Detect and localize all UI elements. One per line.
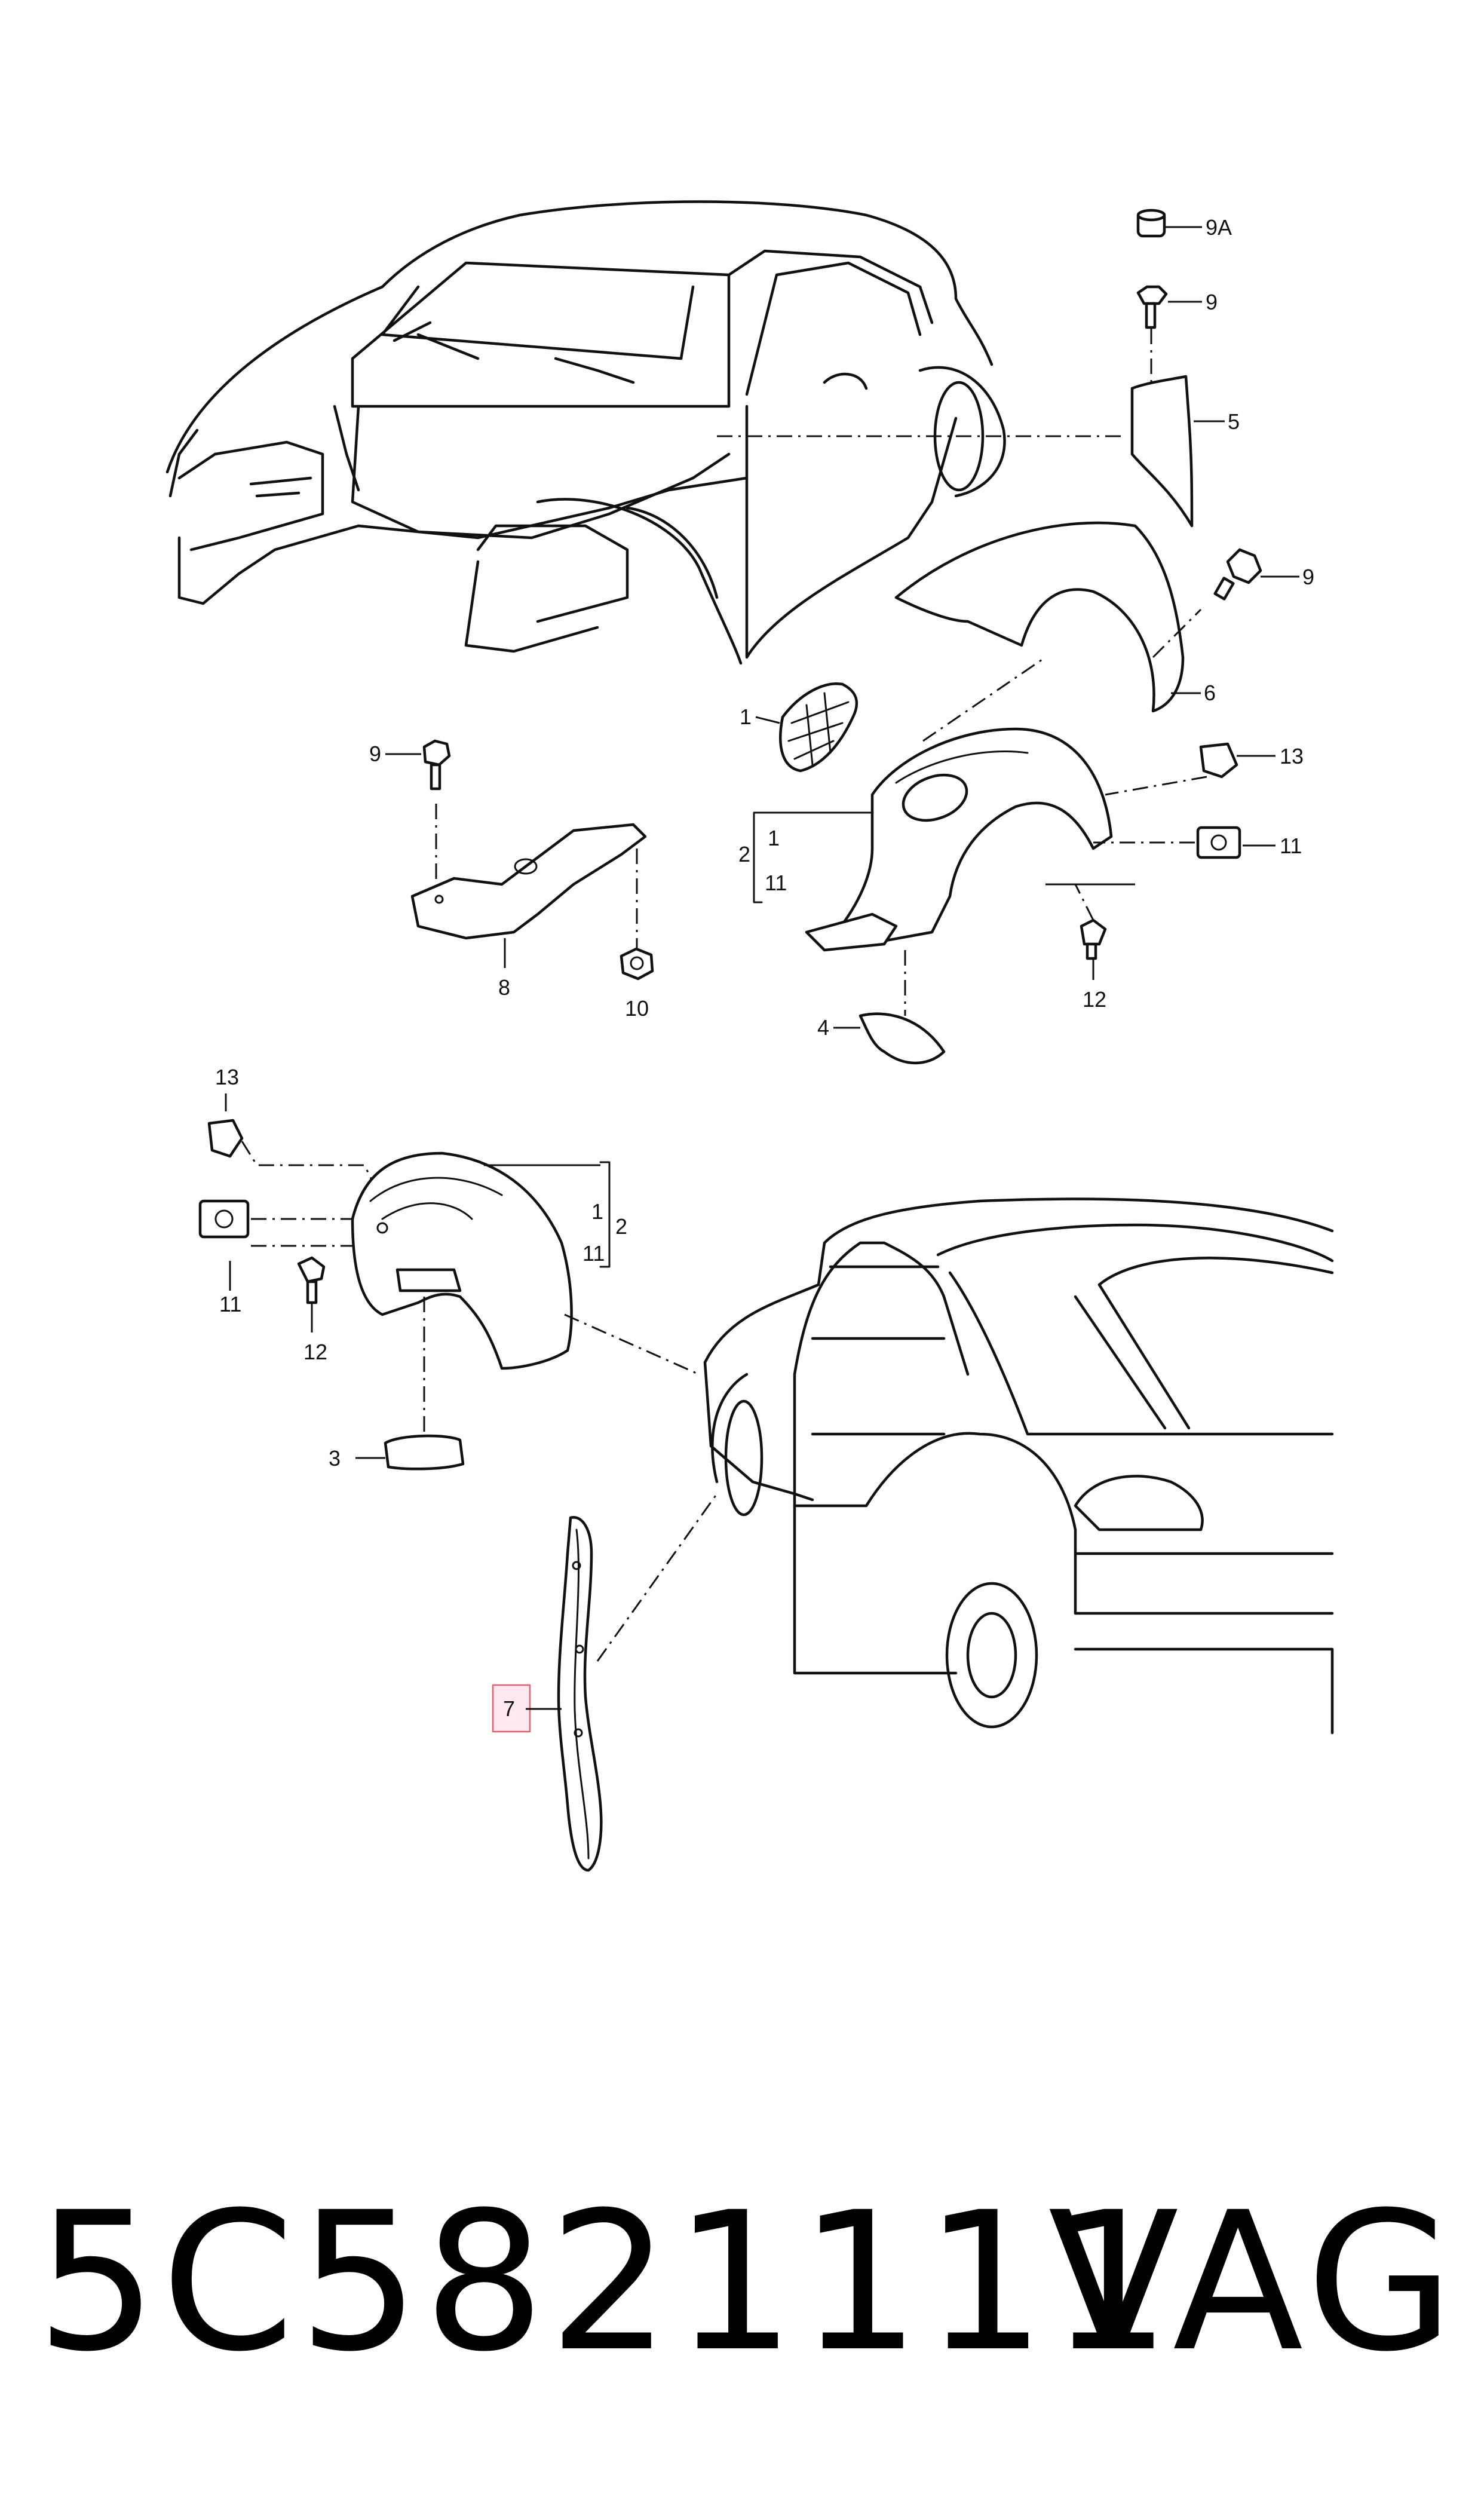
part-9-bolt-left (385, 739, 451, 791)
label-9A: 9A (1206, 215, 1232, 240)
label-1-sub: 1 (768, 826, 780, 850)
label-3: 3 (329, 1446, 341, 1471)
part-6-fender (894, 521, 1202, 713)
label-8: 8 (498, 975, 510, 1000)
label-12: 12 (1083, 987, 1106, 1012)
part-2-rear-liner (351, 1151, 573, 1370)
part-12-screw-left (297, 1256, 326, 1332)
part-9A-nut (1136, 209, 1202, 238)
car-body-front-illustration (165, 200, 1006, 665)
part-13-clip-right (1105, 742, 1275, 796)
brace-2-rear (484, 1161, 700, 1376)
label-2-rear: 2 (615, 1214, 627, 1239)
part-8-bracket (410, 804, 647, 968)
brace-2 (753, 811, 872, 903)
label-6: 6 (1204, 681, 1216, 705)
part-5-panel (1130, 375, 1225, 528)
car-rear-illustration (703, 1197, 1334, 1735)
label-2: 2 (738, 842, 750, 866)
brand-name: VAG (1048, 2171, 1460, 2394)
label-11-rear: 11 (582, 1241, 605, 1266)
part-number: 5C5821111 (36, 2171, 1175, 2394)
label-10: 10 (625, 996, 649, 1021)
part-3-insert (355, 1297, 465, 1471)
part-11-clip-left (198, 1199, 388, 1291)
label-11-left: 11 (219, 1292, 241, 1316)
label-7: 7 (503, 1696, 515, 1721)
label-9-top: 9 (1206, 290, 1218, 314)
part-4-bracket (833, 950, 946, 1065)
label-13: 13 (1280, 744, 1304, 768)
label-12-left: 12 (303, 1340, 327, 1364)
label-4: 4 (817, 1015, 829, 1040)
label-11: 11 (1280, 834, 1302, 858)
label-9-left: 9 (369, 742, 381, 766)
part-13-clip-left (207, 1093, 378, 1190)
highlight-box-7 (492, 1684, 531, 1733)
label-13-left: 13 (215, 1065, 239, 1089)
part-12-screw-right (1045, 883, 1135, 980)
part-1-grille (755, 682, 858, 773)
part-2-front-liner (805, 656, 1113, 952)
part-9-bolt-top (1136, 285, 1202, 382)
part-7-seal (557, 1493, 718, 1872)
part-11-clip-right (1093, 826, 1275, 859)
part-9-fender-screw (1213, 548, 1299, 601)
label-5: 5 (1228, 409, 1240, 434)
label-9-fender: 9 (1302, 565, 1314, 589)
label-1-rear: 1 (591, 1199, 603, 1224)
label-1: 1 (740, 704, 752, 729)
part-10-nut (620, 848, 654, 981)
label-11-sub: 11 (765, 871, 787, 895)
